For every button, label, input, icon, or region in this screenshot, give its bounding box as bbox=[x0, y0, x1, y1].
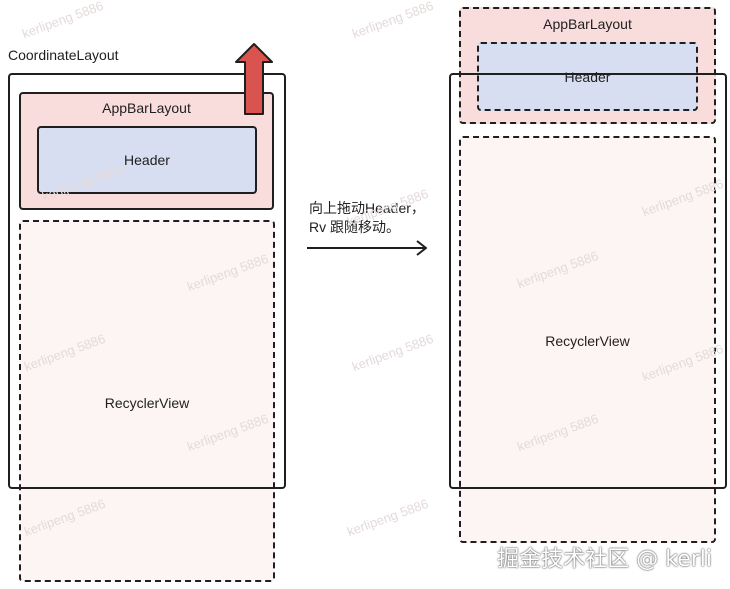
caption-line-1: 向上拖动Header， bbox=[309, 200, 425, 216]
watermark: kerlipeng 5886 bbox=[350, 330, 436, 375]
right-recyclerview-label: RecyclerView bbox=[545, 333, 630, 349]
coordinate-layout-box bbox=[8, 73, 286, 489]
right-appbarlayout-label: AppBarLayout bbox=[543, 16, 632, 32]
watermark: kerlipeng 5886 bbox=[345, 495, 431, 540]
right-arrow-icon bbox=[307, 240, 427, 256]
watermark: kerlipeng 5886 bbox=[350, 0, 436, 42]
right-recyclerview-box bbox=[459, 136, 716, 543]
right-header-box: Header bbox=[477, 42, 698, 111]
transition-caption: 向上拖动Header， Rv 跟随移动。 bbox=[309, 199, 425, 237]
right-header-label: Header bbox=[564, 68, 611, 85]
right-coordinate-layout-box bbox=[449, 73, 727, 489]
drag-up-arrow-icon bbox=[235, 43, 273, 115]
coordinate-layout-label: CoordinateLayout bbox=[8, 47, 119, 63]
left-recyclerview-box bbox=[19, 220, 275, 582]
left-header-box: Header bbox=[37, 126, 257, 194]
caption-line-2: Rv 跟随移动。 bbox=[309, 219, 400, 235]
watermark: kerlipeng 5886 bbox=[20, 0, 106, 42]
left-recyclerview-label: RecyclerView bbox=[104, 395, 190, 411]
footer-watermark: 掘金技术社区 @ kerli bbox=[497, 547, 712, 572]
left-header-label: Header bbox=[124, 152, 170, 168]
left-appbarlayout-label: AppBarLayout bbox=[102, 100, 191, 116]
